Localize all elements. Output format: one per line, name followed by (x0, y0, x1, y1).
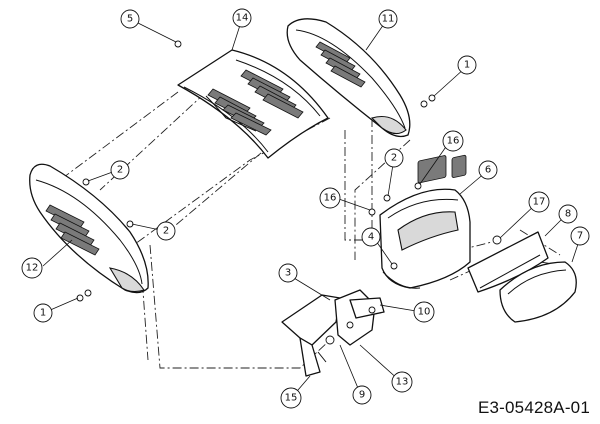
svg-text:11: 11 (382, 14, 395, 25)
svg-text:8: 8 (565, 209, 571, 220)
callout-7: 7 (570, 226, 590, 246)
callout-17: 17 (528, 191, 550, 213)
left-panel-vent-slots (45, 204, 100, 256)
right-side-panel (286, 18, 411, 138)
callout-16-left: 16 (319, 187, 341, 209)
svg-text:17: 17 (533, 197, 546, 208)
screw-1-lower-b (84, 289, 92, 297)
callout-2-right: 2 (384, 148, 404, 168)
svg-text:6: 6 (485, 165, 491, 176)
hood-vent-slots (207, 69, 304, 136)
hood-top-panel (177, 49, 329, 159)
callout-12: 11 (378, 9, 398, 29)
screw-5 (174, 40, 182, 48)
svg-text:2: 2 (117, 165, 123, 176)
svg-text:1: 1 (464, 60, 470, 71)
callout-8: 8 (558, 204, 578, 224)
front-grille (379, 154, 471, 289)
callout-2-left: 2 (110, 160, 130, 180)
callout-9: 9 (352, 385, 372, 405)
callout-4: 4 (361, 227, 381, 247)
svg-text:4: 4 (368, 232, 374, 243)
callout-5: 5 (120, 9, 140, 29)
mounting-bracket (281, 289, 385, 377)
screw-1-upper (428, 94, 436, 102)
svg-text:14: 14 (236, 13, 249, 24)
screw-1-upper-b (420, 100, 428, 108)
callout-3: 3 (278, 263, 298, 283)
svg-text:1: 1 (40, 308, 46, 319)
callout-1-lower: 1 (33, 303, 53, 323)
callout-15: 14 (232, 8, 252, 28)
svg-text:13: 13 (396, 377, 409, 388)
side-panel-vent-slots (315, 41, 366, 88)
callout-14: 15 (280, 387, 302, 409)
screw-2-right (383, 194, 391, 202)
svg-text:16: 16 (447, 136, 460, 147)
callout-16-upper: 16 (442, 130, 464, 152)
callout-6: 6 (478, 160, 498, 180)
headlight-lens (499, 261, 577, 323)
callout-2-mid: 2 (156, 221, 176, 241)
left-side-panel (29, 163, 149, 294)
callout-11: 12 (21, 257, 43, 279)
svg-text:2: 2 (163, 226, 169, 237)
clip-16-b (414, 182, 422, 190)
clip-17 (492, 235, 502, 245)
screw-2-left (82, 178, 90, 186)
callout-10: 10 (413, 301, 435, 323)
callout-13: 13 (391, 371, 413, 393)
svg-text:12: 12 (26, 263, 39, 274)
fastener-4 (390, 262, 398, 270)
svg-text:10: 10 (418, 307, 431, 318)
svg-text:7: 7 (577, 231, 583, 242)
svg-text:9: 9 (359, 390, 365, 401)
svg-text:5: 5 (127, 14, 133, 25)
svg-text:3: 3 (285, 268, 291, 279)
svg-text:15: 15 (285, 393, 298, 404)
callout-1-upper: 1 (457, 55, 477, 75)
hardware-fasteners (76, 40, 502, 302)
diagram-reference-code: E3-05428A-01 (477, 398, 590, 417)
svg-text:16: 16 (324, 193, 337, 204)
clip-16-a (368, 208, 376, 216)
svg-text:2: 2 (391, 153, 397, 164)
callouts: 5 14 11 1 2 2 12 1 2 16 16 6 4 17 8 7 3 … (21, 8, 590, 409)
